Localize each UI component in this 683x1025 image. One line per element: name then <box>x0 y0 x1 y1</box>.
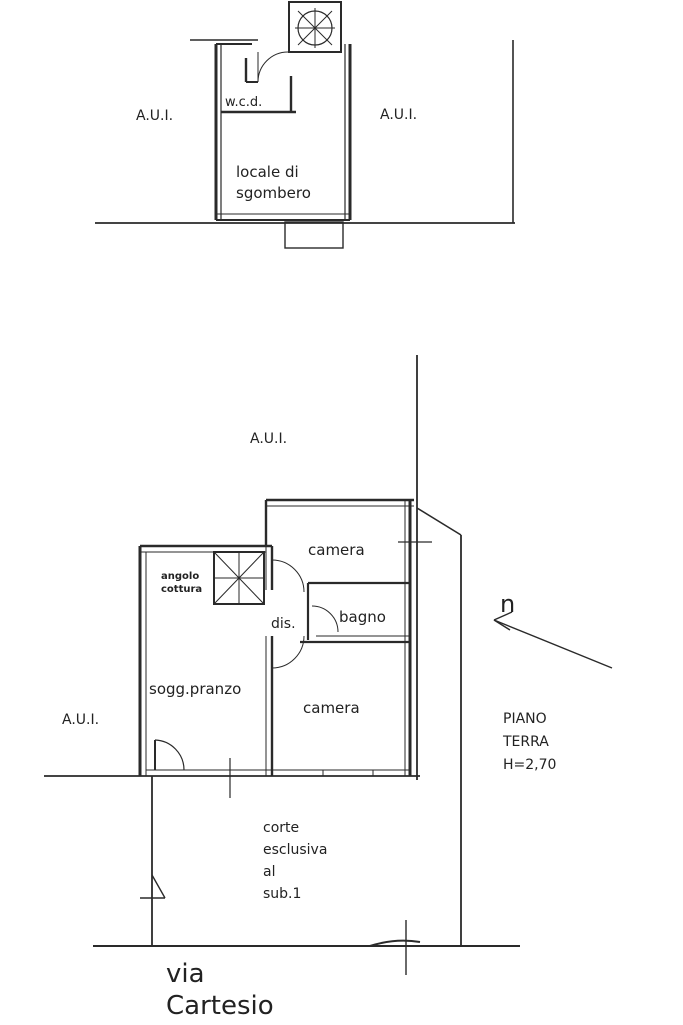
bagno-label: bagno <box>339 608 386 626</box>
aui-label-lower-top: A.U.I. <box>250 431 287 447</box>
storage-room-walls <box>214 43 352 221</box>
dis-label: dis. <box>271 616 296 632</box>
floor-label-line2: TERRA <box>502 734 549 750</box>
boundary-line <box>416 507 462 536</box>
aui-label-upper-left: A.U.I. <box>136 108 173 124</box>
camera-top-label: camera <box>308 541 365 559</box>
floor-label-line3: H=2,70 <box>503 757 556 773</box>
north-arrow-icon <box>493 611 613 669</box>
apartment-walls <box>138 498 414 776</box>
room-label-line2: sgombero <box>236 184 311 202</box>
room-label-line1: locale di <box>236 163 299 181</box>
upper-plan: A.U.I. A.U.I. w.c.d. locale di sgombero <box>95 1 515 249</box>
corte-label-line2: esclusiva <box>263 842 327 858</box>
aui-label-lower-left: A.U.I. <box>62 712 99 728</box>
camera-bottom-label: camera <box>303 699 360 717</box>
street-entry <box>369 939 421 947</box>
stair-symbol <box>288 1 342 53</box>
floor-label-line1: PIANO <box>503 711 547 727</box>
north-label: n <box>500 590 515 618</box>
door-swings <box>154 559 339 771</box>
wc-walls <box>221 51 296 114</box>
gate-mark <box>140 874 166 899</box>
angolo-label-line2: cottura <box>161 584 202 595</box>
wc-label: w.c.d. <box>225 95 262 110</box>
lower-plan: A.U.I. A.U.I. camera angolo cottura bagn… <box>44 355 613 1021</box>
corte-label-line1: corte <box>263 820 299 836</box>
angolo-label-line1: angolo <box>161 571 199 582</box>
window-marks <box>229 541 432 798</box>
stove-symbol <box>213 551 265 605</box>
street-label-line1: via <box>166 959 205 989</box>
soggiorno-label: sogg.pranzo <box>149 680 241 698</box>
corte-label-line3: al <box>263 864 275 880</box>
aui-label-upper-right: A.U.I. <box>380 107 417 123</box>
entry-step <box>284 221 344 249</box>
corte-label-line4: sub.1 <box>263 886 301 902</box>
street-label-line2: Cartesio <box>166 991 274 1021</box>
